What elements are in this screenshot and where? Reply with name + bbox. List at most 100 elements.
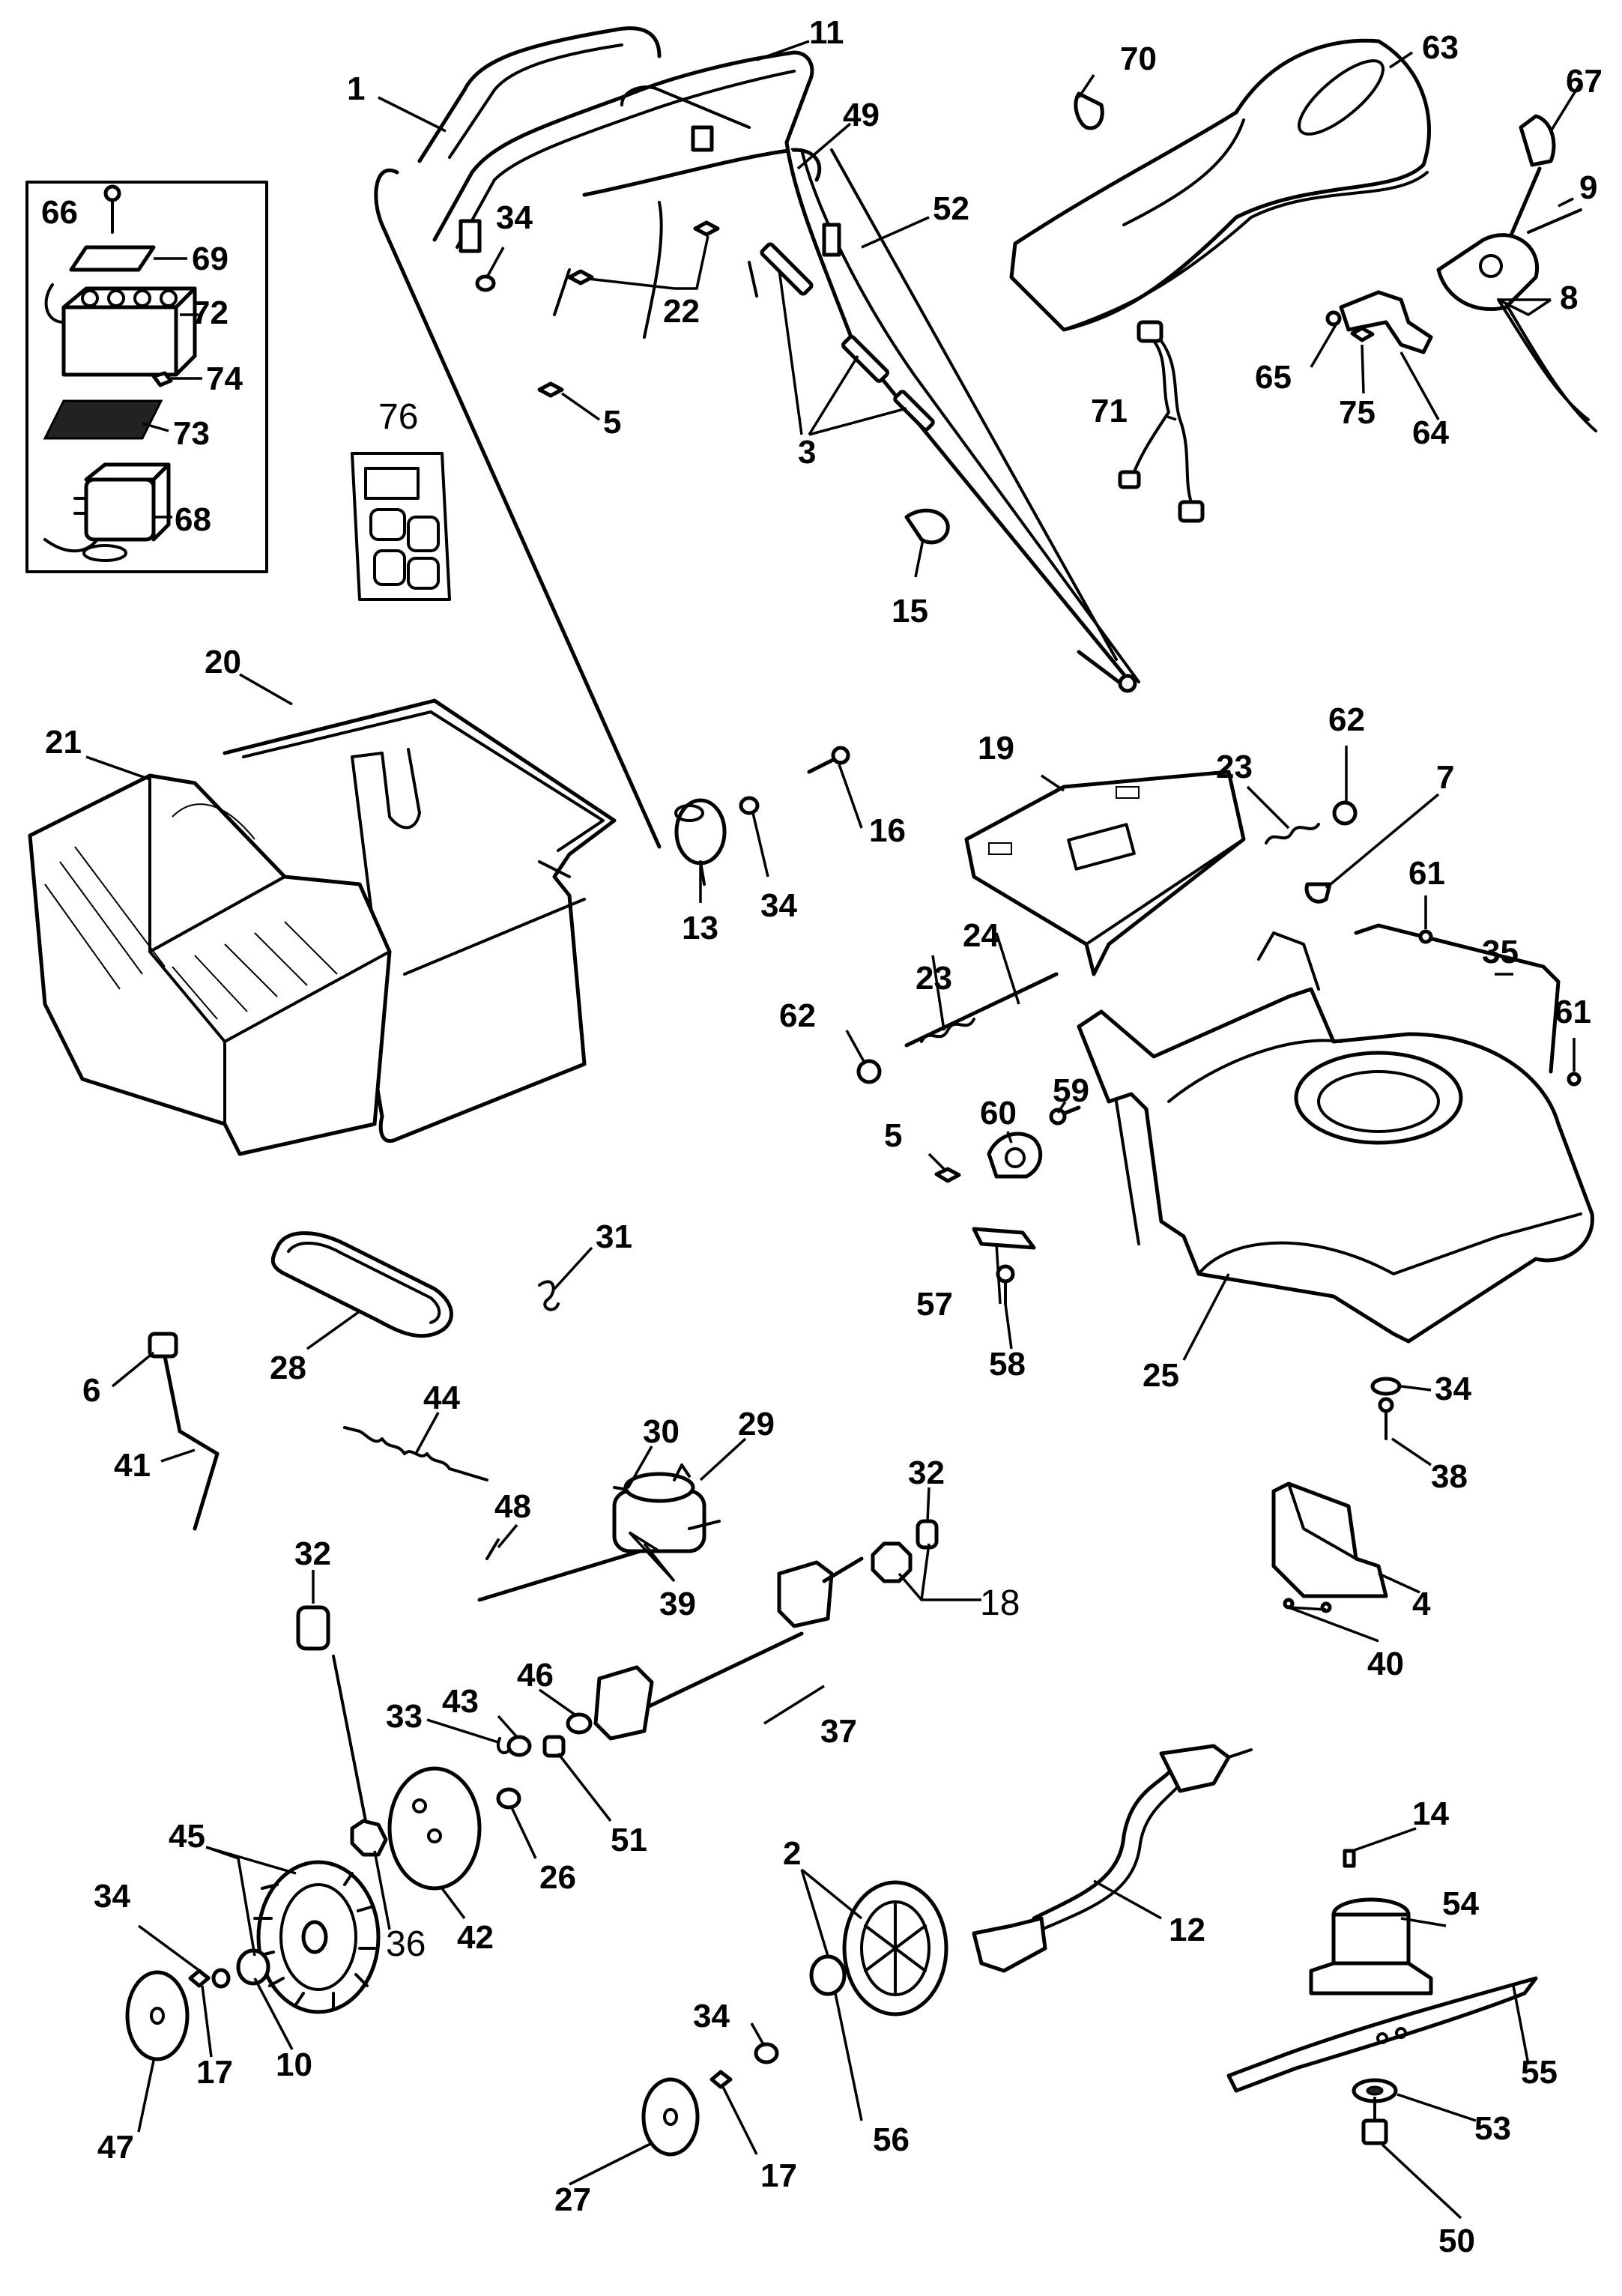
callout-42: 42: [457, 1919, 494, 1956]
callout-32: 32: [908, 1454, 945, 1491]
callout-38: 38: [1431, 1458, 1468, 1495]
callout-46: 46: [517, 1657, 554, 1694]
callout-62: 62: [779, 997, 816, 1034]
callout-57: 57: [916, 1286, 953, 1323]
handle-fasteners: [475, 220, 720, 398]
blade-assembly: [1226, 1849, 1538, 2145]
callout-36: 36: [386, 1924, 426, 1964]
callout-75: 75: [1339, 394, 1376, 431]
callout-39: 39: [659, 1586, 696, 1622]
callout-27: 27: [554, 2181, 591, 2218]
callout-51: 51: [611, 1822, 647, 1858]
drive-cable: [972, 1744, 1253, 1973]
rear-wheel: [253, 1860, 381, 2014]
callout-47: 47: [97, 2129, 134, 2166]
callout-8: 8: [1560, 280, 1578, 316]
washer: [739, 796, 760, 815]
leader-lines: [85, 40, 1582, 2220]
callout-13: 13: [682, 910, 718, 946]
axle-small-parts: [496, 1712, 593, 1810]
callout-52: 52: [933, 190, 969, 227]
callout-59: 59: [1053, 1072, 1089, 1109]
callout-17: 17: [760, 2157, 797, 2194]
callout-5: 5: [603, 404, 621, 441]
drive-lever: [148, 1332, 220, 1531]
callout-34: 34: [760, 887, 797, 924]
callout-65: 65: [1255, 359, 1292, 396]
callout-1: 1: [347, 70, 365, 107]
callout-54: 54: [1442, 1885, 1479, 1922]
front-wheel: [641, 1880, 948, 2157]
callout-67: 67: [1566, 63, 1603, 100]
callout-23: 23: [916, 960, 952, 997]
drive-belt: [270, 1231, 453, 1338]
drive-gear: [871, 1519, 939, 1583]
callout-73: 73: [173, 415, 210, 452]
callout-24: 24: [963, 917, 999, 954]
callout-31: 31: [596, 1218, 632, 1255]
callout-69: 69: [192, 241, 229, 277]
spring-clip: [538, 1280, 560, 1311]
callout-17: 17: [196, 2054, 233, 2091]
rear-axle: [593, 1556, 864, 1741]
callout-34: 34: [94, 1878, 130, 1915]
callout-34: 34: [693, 1998, 730, 2034]
engine-top-cover: [1009, 38, 1431, 332]
callout-19: 19: [978, 730, 1014, 767]
flap-rod-assembly: [856, 800, 1358, 1084]
wiring-harness: [1118, 320, 1205, 523]
callout-labels: 1 11 49 52 34 22 5 3 15 66 69 72 74 73 6…: [41, 14, 1603, 2259]
grass-bag-frame: [223, 698, 617, 1143]
callout-33: 33: [386, 1698, 423, 1735]
rear-wheel-hardware: [125, 1948, 270, 2061]
callout-20: 20: [205, 644, 241, 680]
handle-bolt: [807, 746, 850, 774]
callout-56: 56: [873, 2121, 910, 2158]
cable-adjuster: [760, 242, 935, 432]
cable-clip: [904, 508, 950, 545]
callout-37: 37: [820, 1713, 857, 1750]
callout-71: 71: [1091, 393, 1128, 429]
hub-cap: [387, 1766, 482, 1891]
callout-41: 41: [114, 1447, 151, 1484]
callout-76: 76: [378, 397, 418, 437]
callout-45: 45: [169, 1818, 205, 1855]
callout-61: 61: [1408, 855, 1445, 892]
callout-43: 43: [442, 1683, 479, 1720]
callout-9: 9: [1579, 169, 1597, 206]
callout-30: 30: [643, 1413, 680, 1450]
callout-64: 64: [1412, 414, 1449, 451]
callout-32: 32: [294, 1535, 331, 1572]
callout-68: 68: [175, 501, 211, 538]
throttle-control: [1436, 114, 1597, 432]
callout-12: 12: [1169, 1912, 1205, 1948]
callout-5: 5: [884, 1117, 902, 1154]
decal-sheet: [351, 452, 451, 601]
callout-60: 60: [980, 1095, 1017, 1132]
callout-3: 3: [798, 434, 816, 471]
callout-34: 34: [1435, 1371, 1471, 1407]
gearbox-assembly: [477, 1463, 721, 1602]
callout-29: 29: [738, 1406, 775, 1442]
callout-58: 58: [989, 1346, 1026, 1383]
callout-53: 53: [1474, 2110, 1511, 2147]
callout-35: 35: [1482, 934, 1519, 970]
callout-40: 40: [1367, 1646, 1404, 1682]
callout-49: 49: [843, 97, 880, 133]
callout-2: 2: [783, 1835, 801, 1872]
tension-spring: [343, 1426, 488, 1481]
grass-bag: [28, 773, 392, 1156]
callout-11: 11: [809, 14, 844, 51]
callout-74: 74: [206, 360, 243, 397]
callout-6: 6: [82, 1372, 100, 1409]
throttle-bracket: [1325, 290, 1433, 354]
callout-44: 44: [423, 1380, 460, 1416]
rear-flap: [964, 770, 1246, 976]
callout-25: 25: [1143, 1357, 1179, 1394]
callout-62: 62: [1328, 701, 1365, 738]
callout-22: 22: [663, 293, 700, 330]
callout-15: 15: [892, 593, 928, 629]
callout-66: 66: [41, 194, 78, 231]
rear-bracket-rod: [1354, 923, 1582, 1087]
